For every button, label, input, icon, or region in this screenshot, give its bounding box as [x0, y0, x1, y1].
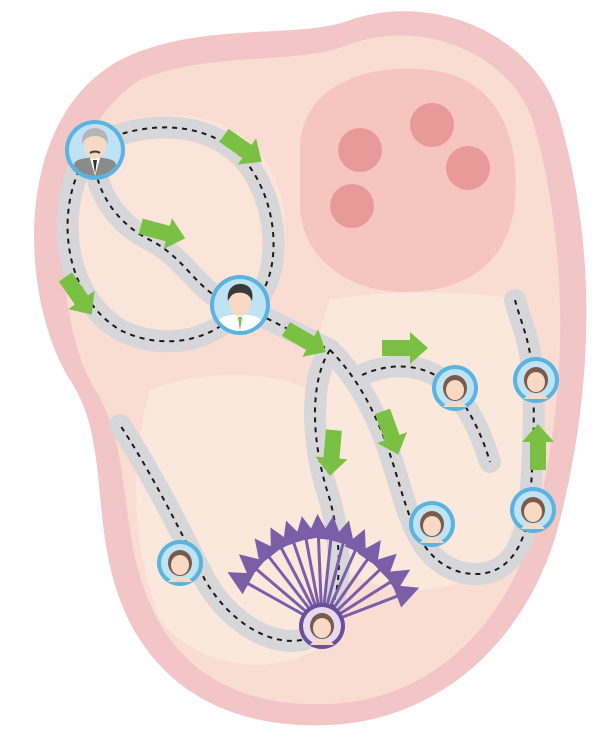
- green-arrow: [374, 408, 408, 455]
- dashed-line-upper-loop: [93, 126, 275, 307]
- woman-emitter-avatar-icon: [299, 603, 345, 649]
- vein-opening: [410, 103, 454, 147]
- woman-avatar-icon: [510, 487, 556, 533]
- woman-avatar-icon: [432, 365, 478, 411]
- man-avatar-icon: [210, 275, 270, 335]
- green-arrow: [522, 424, 554, 470]
- upper-right-chamber: [299, 68, 516, 293]
- vein-opening: [330, 184, 374, 228]
- dashed-line-mid-branch: [361, 365, 491, 463]
- green-arrow: [219, 128, 262, 165]
- dashed-line-left-branch: [119, 349, 340, 642]
- green-arrow: [315, 429, 348, 476]
- green-arrow: [58, 272, 95, 315]
- dashed-line-left-loop: [66, 144, 241, 343]
- vein-opening: [338, 128, 382, 172]
- woman-avatar-icon: [157, 540, 203, 586]
- woman-avatar-icon: [409, 501, 455, 547]
- vein-opening: [446, 146, 490, 190]
- green-arrow: [281, 322, 326, 357]
- green-arrow: [138, 218, 186, 250]
- woman-avatar-icon: [513, 357, 559, 403]
- green-arrow: [382, 332, 428, 364]
- elderly-man-avatar-icon: [65, 120, 125, 180]
